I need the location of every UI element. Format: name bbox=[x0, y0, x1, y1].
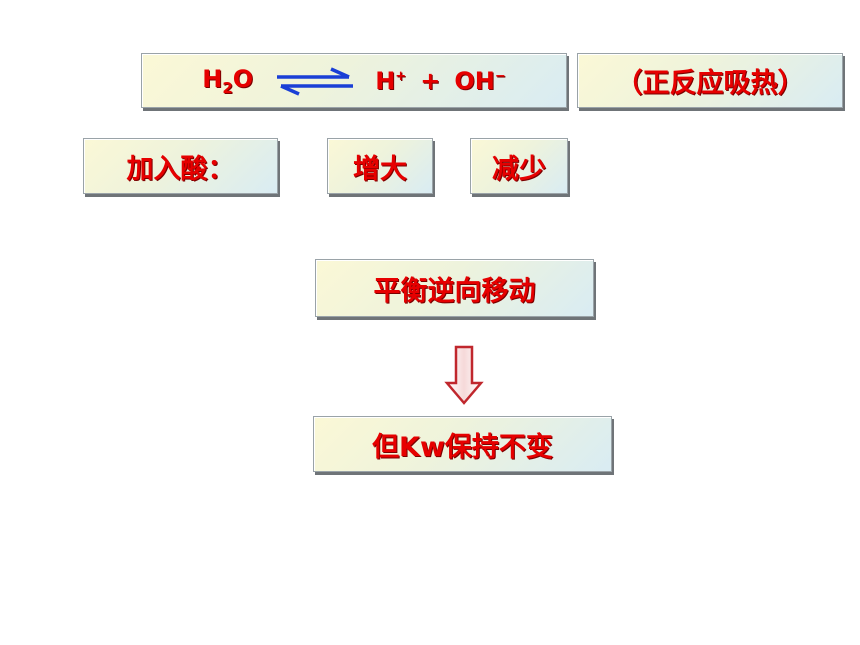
equation-products: H++OH− bbox=[375, 66, 506, 95]
reaction-note-box: （正反应吸热） bbox=[577, 53, 843, 108]
equilibrium-arrows-icon bbox=[277, 66, 354, 96]
decrease-label: 减少 bbox=[492, 153, 546, 185]
increase-label: 增大 bbox=[353, 153, 407, 185]
shift-result: 平衡逆向移动 bbox=[373, 275, 536, 307]
condition-label: 加入酸： bbox=[126, 153, 235, 185]
condition-box: 加入酸： bbox=[83, 138, 278, 194]
conclusion-box: 但Kw保持不变 bbox=[313, 416, 612, 472]
conclusion: 但Kw保持不变 bbox=[372, 431, 553, 463]
down-arrow-icon bbox=[444, 345, 484, 405]
equation-box: H2O H++OH− bbox=[141, 53, 567, 108]
shift-result-box: 平衡逆向移动 bbox=[315, 259, 594, 317]
equation-reactant: H2O bbox=[202, 64, 254, 97]
reaction-note: （正反应吸热） bbox=[615, 68, 805, 99]
increase-box: 增大 bbox=[327, 138, 433, 194]
decrease-box: 减少 bbox=[470, 138, 568, 194]
